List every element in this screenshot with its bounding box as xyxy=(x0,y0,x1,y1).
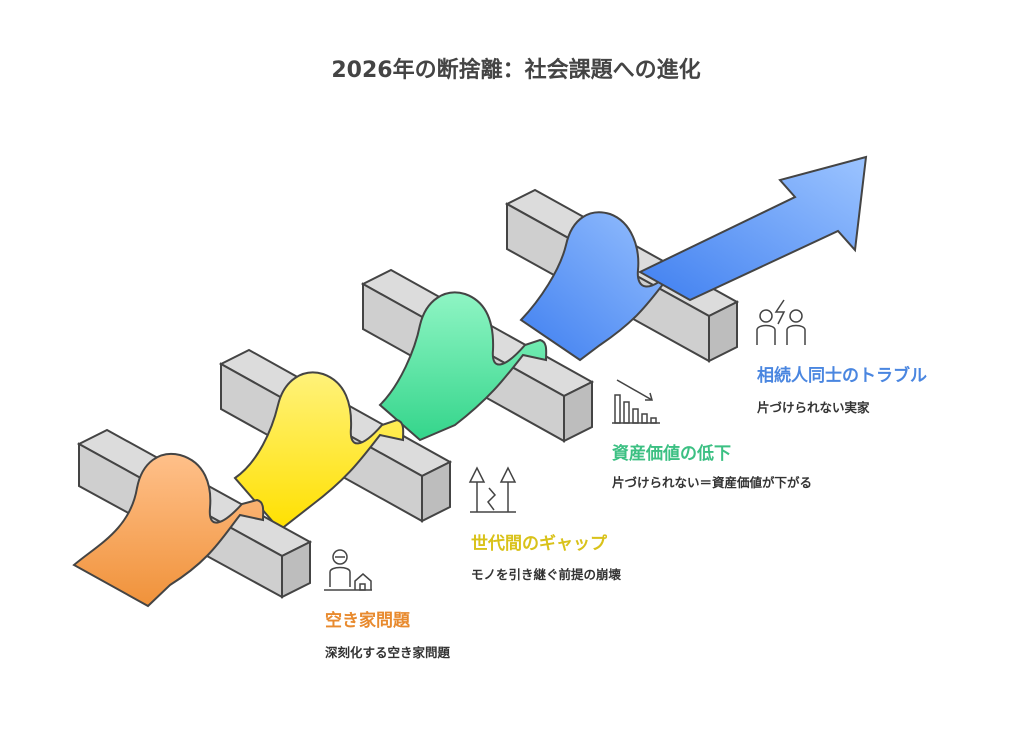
broken-trees-icon xyxy=(468,466,517,513)
stage-1-title: 空き家問題 xyxy=(325,611,410,631)
declining-bar-chart-icon xyxy=(612,379,660,424)
page-title: 2026年の断捨離：社会課題への進化 xyxy=(331,58,701,83)
person-house-icon xyxy=(324,549,372,591)
stage-1-description: 深刻化する空き家問題 xyxy=(325,645,451,660)
ribbon-stage-1 xyxy=(72,452,265,608)
conflict-people-icon xyxy=(756,299,806,345)
ribbon-stage-2 xyxy=(233,371,405,532)
stage-3-description: 片づけられない＝資産価値が下がる xyxy=(612,475,813,490)
stage-4-description: 片づけられない実家 xyxy=(757,400,870,415)
stage-2-description: モノを引き継ぐ前提の崩壊 xyxy=(471,567,622,582)
stage-3-title: 資産価値の低下 xyxy=(612,444,731,464)
ribbon-stage-3 xyxy=(378,291,548,442)
ribbon-stage-4 xyxy=(519,155,868,362)
stage-2-title: 世代間のギャップ xyxy=(471,534,607,554)
stage-4-title: 相続人同士のトラブル xyxy=(757,366,927,386)
